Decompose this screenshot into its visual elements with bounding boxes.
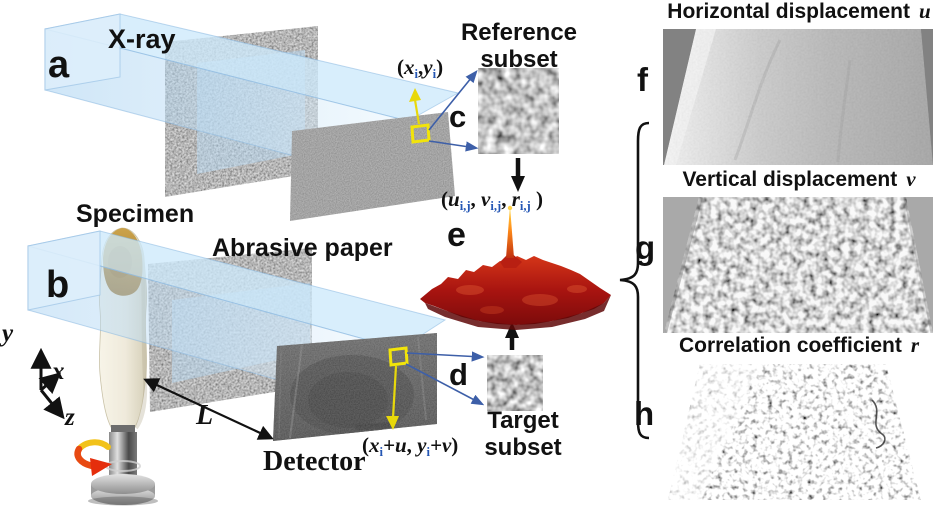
specimen-label: Specimen [76,200,195,228]
panel-label-c: c [449,99,467,134]
panel-label-g: g [635,229,656,266]
flow-arrow-down-icon [511,158,525,192]
correlation-peak-spike [506,206,514,258]
panel-label-d: d [449,357,468,392]
target-subset-label: Target subset [484,407,562,461]
subset-marker-1 [409,88,431,144]
reference-subset-label: Reference subset [460,19,578,73]
panel-label-h: h [634,395,655,432]
correlation-surface-plot [420,205,611,330]
panel-h-image [664,361,930,501]
distance-L-label: L [196,400,214,431]
reference-subset-image [478,68,559,154]
target-point-label: (xi+u, yi+v) [362,433,459,459]
detector-label: Detector [263,446,366,477]
axis-y-label: y [2,320,14,347]
result-tuple-label: (ui,j, vi,j, ri,j ) [441,187,543,213]
panel-f-image [663,29,933,165]
panel-g-image [663,197,933,333]
axis-z-label: z [65,404,75,431]
flow-arrow-up-icon [505,322,519,350]
reference-point-label: (xi,yi) [397,55,444,81]
abrasive-paper-label: Abrasive paper [212,234,393,262]
panel-label-a: a [48,44,70,86]
panel-label-b: b [46,264,70,306]
distance-L-arrow [143,378,274,440]
rotation-stage [88,425,158,506]
axis-x-label: x [52,358,65,385]
panel-label-f: f [637,61,648,98]
detector-panel-2 [273,333,437,441]
panel-group-brace [619,121,650,440]
target-subset-image [487,355,543,411]
rotation-arrow-icon [74,439,112,476]
coordinate-axes-icon [30,347,65,420]
subset-marker-2 [386,346,409,430]
panel-label-e: e [447,216,466,254]
subset-connector-lines [405,70,485,406]
xray-label: X-ray [108,24,176,54]
